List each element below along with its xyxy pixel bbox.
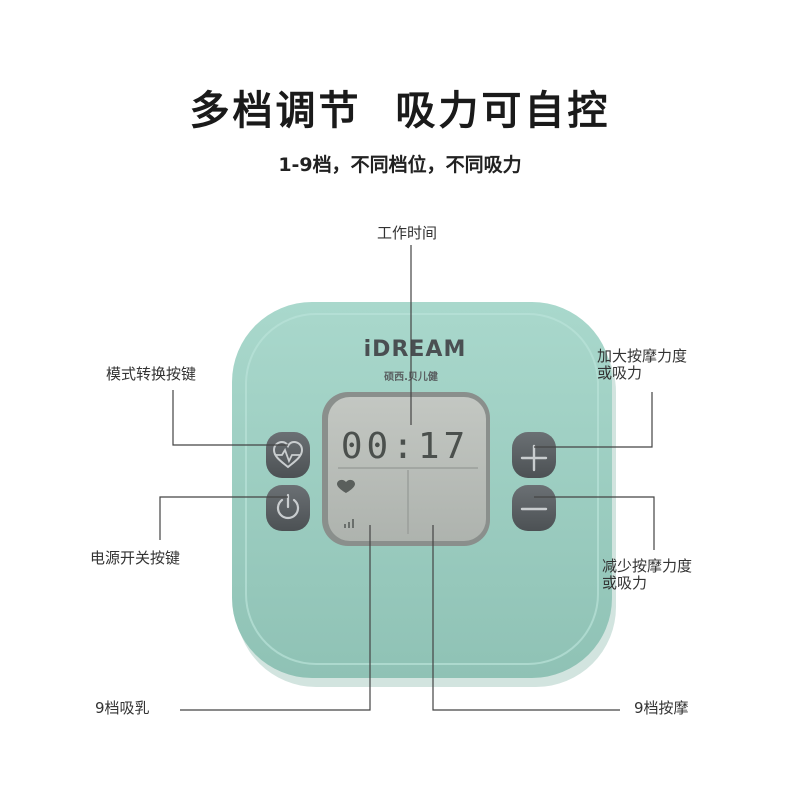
massage-line — [432, 525, 620, 711]
heart-pulse-icon — [272, 440, 304, 469]
power-button[interactable] — [266, 485, 310, 531]
time-display: 00:17 — [341, 426, 469, 467]
callout-increase-line2: 或吸力 — [597, 364, 643, 382]
brand-logo: iDREAM — [364, 337, 467, 362]
suction-line — [180, 525, 371, 711]
callout-suction-levels: 9档吸乳 — [95, 699, 150, 717]
mode-button[interactable] — [266, 432, 310, 478]
callout-massage-levels: 9档按摩 — [634, 699, 689, 717]
page-title: 多档调节 吸力可自控 — [189, 88, 611, 134]
signal-bars-icon — [344, 519, 354, 528]
power-key-line — [159, 496, 288, 540]
decrease-line — [534, 496, 655, 550]
heart-indicator-icon — [337, 479, 355, 493]
callout-lines — [159, 245, 655, 711]
lcd-screen: 00:17 — [322, 392, 490, 546]
callout-decrease-line1: 减少按摩力度 — [602, 557, 693, 575]
callout-mode-key: 模式转换按键 — [106, 365, 197, 383]
mode-key-line — [172, 390, 288, 446]
page-subtitle: 1-9档，不同档位，不同吸力 — [278, 154, 522, 176]
increase-button[interactable] — [512, 432, 556, 478]
callout-power-key: 电源开关按键 — [90, 549, 181, 567]
callout-increase: 加大按摩力度 或吸力 — [597, 348, 687, 382]
callout-decrease-line2: 或吸力 — [602, 574, 648, 592]
callout-increase-line1: 加大按摩力度 — [597, 347, 688, 365]
decrease-button[interactable] — [512, 485, 556, 531]
callout-decrease: 减少按摩力度 或吸力 — [602, 558, 692, 592]
increase-line — [534, 392, 653, 448]
plus-icon — [520, 444, 548, 472]
callout-work-time: 工作时间 — [377, 224, 438, 242]
